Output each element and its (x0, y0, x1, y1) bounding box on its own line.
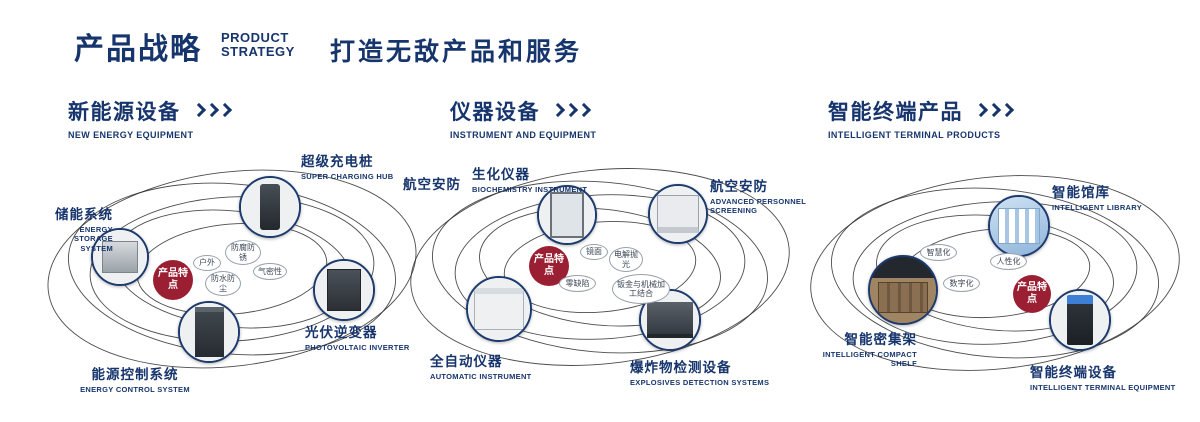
section-title: 新能源设备 (68, 101, 181, 124)
orbit-diagram-intelligent-terminal: 智能馆库 INTELLIGENT LIBRARY 智能密集架 INTELLIGE… (805, 145, 1200, 400)
node-biochemistry-instrument (537, 185, 597, 245)
node-label: 智能馆库 (1052, 185, 1110, 200)
node-sublabel: BIOCHEMISTRY INSTRUMENT (472, 185, 588, 194)
node-label: 航空安防 (403, 177, 461, 192)
node-sublabel: ADVANCED PERSONNEL SCREENING (710, 197, 806, 216)
label-intelligent-terminal-equipment: 智能终端设备 INTELLIGENT TERMINAL EQUIPMENT (1030, 361, 1195, 392)
section-title: 仪器设备 (450, 101, 540, 124)
feature-bubble: 电解抛光 (609, 247, 643, 272)
node-label: 航空安防 (710, 179, 768, 194)
node-sublabel: INTELLIGENT TERMINAL EQUIPMENT (1030, 383, 1176, 392)
feature-bubble: 数字化 (943, 275, 980, 292)
label-automatic-instrument: 全自动仪器 AUTOMATIC INSTRUMENT (430, 350, 560, 381)
product-photo (650, 186, 706, 242)
node-label: 储能系统 (55, 207, 113, 222)
triple-chevron-icon (973, 102, 1015, 120)
node-energy-storage (91, 228, 149, 286)
node-label: 能源控制系统 (91, 367, 179, 382)
section-subtitle: INSTRUMENT AND EQUIPMENT (450, 130, 597, 140)
section-header-intelligent-terminal: 智能终端产品 INTELLIGENT TERMINAL PRODUCTS (828, 96, 1015, 140)
feature-bubble: 户外 (193, 255, 221, 271)
orbit-diagram-new-energy: 储能系统 ENERGY STORAGE SYSTEM 超级充电桩 SUPER C… (35, 145, 420, 400)
product-features-badge: 产品特点 (1013, 275, 1051, 313)
product-photo (468, 278, 530, 340)
product-photo (990, 197, 1048, 255)
section-subtitle: NEW ENERGY EQUIPMENT (68, 130, 194, 140)
section-subtitle: INTELLIGENT TERMINAL PRODUCTS (828, 130, 1001, 140)
label-super-charging-hub: 超级充电桩 SUPER CHARGING HUB (301, 150, 413, 181)
section-header-new-energy: 新能源设备 NEW ENERGY EQUIPMENT (68, 96, 232, 140)
feature-bubble: 镜面 (580, 244, 608, 260)
node-intelligent-library (988, 195, 1050, 257)
page-title-en-line1: PRODUCT (221, 30, 289, 45)
node-intelligent-compact-shelf (868, 255, 938, 325)
feature-bubble: 零缺陷 (559, 275, 596, 292)
node-sublabel: EXPLOSIVES DETECTION SYSTEMS (630, 378, 770, 387)
orbit-rings (410, 168, 790, 366)
node-sublabel: INTELLIGENT LIBRARY (1052, 203, 1143, 212)
node-sublabel: ENERGY STORAGE SYSTEM (73, 225, 113, 253)
label-energy-storage: 储能系统 ENERGY STORAGE SYSTEM (41, 203, 113, 253)
node-sublabel: SUPER CHARGING HUB (301, 172, 394, 181)
section-title: 智能终端产品 (828, 101, 963, 124)
node-label: 智能密集架 (844, 332, 917, 347)
node-label: 智能终端设备 (1030, 365, 1117, 380)
orbit-rings (810, 175, 1180, 371)
product-photo (870, 257, 936, 323)
feature-bubble: 防腐防锈 (225, 240, 261, 265)
node-sublabel: AUTOMATIC INSTRUMENT (430, 372, 532, 381)
node-sublabel: INTELLIGENT COMPACT SHELF (822, 350, 917, 369)
node-super-charging-hub (239, 176, 301, 238)
label-biochemistry-instrument: 生化仪器 BIOCHEMISTRY INSTRUMENT (472, 163, 592, 194)
feature-bubble: 钣金与机械加工结合 (612, 274, 670, 304)
feature-bubble: 气密性 (253, 263, 287, 280)
section-header-instrument: 仪器设备 INSTRUMENT AND EQUIPMENT (450, 96, 596, 140)
label-intelligent-compact-shelf: 智能密集架 INTELLIGENT COMPACT SHELF (805, 328, 917, 369)
label-energy-control-system: 能源控制系统 ENERGY CONTROL SYSTEM (55, 363, 215, 394)
node-intelligent-terminal-equipment (1049, 289, 1111, 351)
slogan: 打造无敌产品和服务 (330, 38, 583, 66)
triple-chevron-icon (550, 102, 592, 120)
node-sublabel: PHOTOVOLTAIC INVERTER (305, 343, 410, 352)
label-explosives-detection: 爆炸物检测设备 EXPLOSIVES DETECTION SYSTEMS (630, 356, 790, 387)
node-label: 光伏逆变器 (305, 325, 378, 340)
triple-chevron-icon (191, 102, 232, 120)
product-photo (539, 187, 595, 243)
node-sublabel: ENERGY CONTROL SYSTEM (80, 385, 190, 394)
feature-bubble: 人性化 (990, 253, 1027, 270)
node-photovoltaic-inverter (313, 259, 375, 321)
product-photo (93, 230, 147, 284)
label-aviation-security-extra: 航空安防 (403, 173, 483, 193)
product-photo (315, 261, 373, 319)
orbit-diagram-instrument: 航空安防 生化仪器 BIOCHEMISTRY INSTRUMENT 航空安防 A… (400, 145, 810, 400)
page-title-en: PRODUCT STRATEGY (221, 31, 295, 59)
product-photo (1051, 291, 1109, 349)
node-energy-control-system (178, 301, 240, 363)
node-label: 全自动仪器 (430, 354, 503, 369)
node-automatic-instrument (466, 276, 532, 342)
label-photovoltaic-inverter: 光伏逆变器 PHOTOVOLTAIC INVERTER (305, 321, 420, 352)
product-photo (180, 303, 238, 361)
label-aviation-security: 航空安防 ADVANCED PERSONNEL SCREENING (710, 175, 810, 216)
page-title-en-line2: STRATEGY (221, 44, 295, 59)
node-label: 生化仪器 (472, 167, 530, 182)
product-photo (241, 178, 299, 236)
feature-bubble: 智慧化 (920, 244, 957, 261)
node-aviation-security (648, 184, 708, 244)
node-label: 超级充电桩 (301, 154, 374, 169)
node-label: 爆炸物检测设备 (630, 360, 732, 375)
page-title: 产品战略 (74, 33, 202, 66)
feature-bubble: 防水防尘 (205, 271, 241, 296)
product-features-badge: 产品特点 (153, 260, 193, 300)
label-intelligent-library: 智能馆库 INTELLIGENT LIBRARY (1052, 181, 1182, 212)
